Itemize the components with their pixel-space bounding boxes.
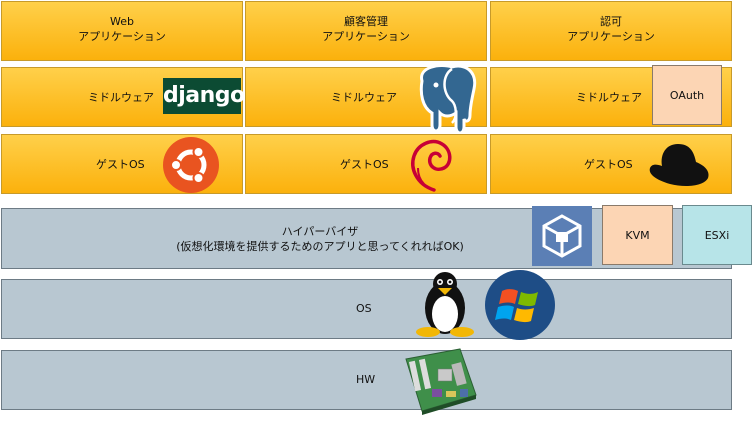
app-label-customer-line2: アプリケーション — [322, 30, 410, 43]
app-label-auth: 認可 アプリケーション — [490, 14, 732, 44]
postgresql-elephant-icon — [419, 64, 477, 135]
os-box — [1, 279, 732, 339]
esxi-box — [682, 205, 752, 265]
app-box-web — [1, 1, 243, 61]
middleware-label-2: ミドルウェア — [331, 91, 397, 104]
middleware-label-3: ミドルウェア — [576, 91, 642, 104]
redhat-hat-icon — [649, 144, 709, 186]
hypervisor-label-line2: (仮想化環境を提供するためのアプリと思ってくれればOK) — [176, 240, 464, 253]
guest-os-label-1: ゲストOS — [96, 158, 145, 171]
oauth-label: OAuth — [669, 89, 705, 102]
hw-box — [1, 350, 732, 410]
kvm-box — [602, 205, 673, 265]
hypervisor-label: ハイパーバイザ (仮想化環境を提供するためのアプリと思ってくれればOK) — [170, 224, 470, 254]
app-label-web-line1: Web — [110, 15, 134, 28]
guest-os-label-3: ゲストOS — [584, 158, 633, 171]
app-label-web-line2: アプリケーション — [78, 30, 166, 43]
django-logo: django — [163, 78, 245, 114]
app-label-auth-line2: アプリケーション — [567, 30, 655, 43]
hypervisor-label-line1: ハイパーバイザ — [281, 225, 359, 238]
app-label-customer: 顧客管理 アプリケーション — [245, 14, 487, 44]
app-box-customer — [245, 1, 487, 61]
app-label-web: Web アプリケーション — [1, 14, 243, 44]
app-label-customer-line1: 顧客管理 — [344, 15, 388, 28]
virtualbox-icon — [532, 206, 592, 266]
esxi-label: ESXi — [704, 229, 730, 242]
debian-swirl-icon — [411, 139, 452, 192]
middleware-label-1: ミドルウェア — [88, 91, 154, 104]
motherboard-icon — [405, 348, 477, 415]
linux-tux-icon — [416, 272, 474, 337]
kvm-label: KVM — [625, 229, 650, 242]
guest-os-label-2: ゲストOS — [340, 158, 389, 171]
ubuntu-logo-icon — [163, 137, 219, 193]
os-label: OS — [356, 302, 372, 315]
app-box-auth — [490, 1, 732, 61]
windows-logo-icon — [485, 270, 555, 340]
django-logo-text: django — [163, 83, 245, 108]
oauth-box — [652, 65, 722, 125]
virtualbox-cube-icon — [542, 214, 582, 258]
hw-label: HW — [356, 373, 376, 386]
app-label-auth-line1: 認可 — [600, 15, 622, 28]
